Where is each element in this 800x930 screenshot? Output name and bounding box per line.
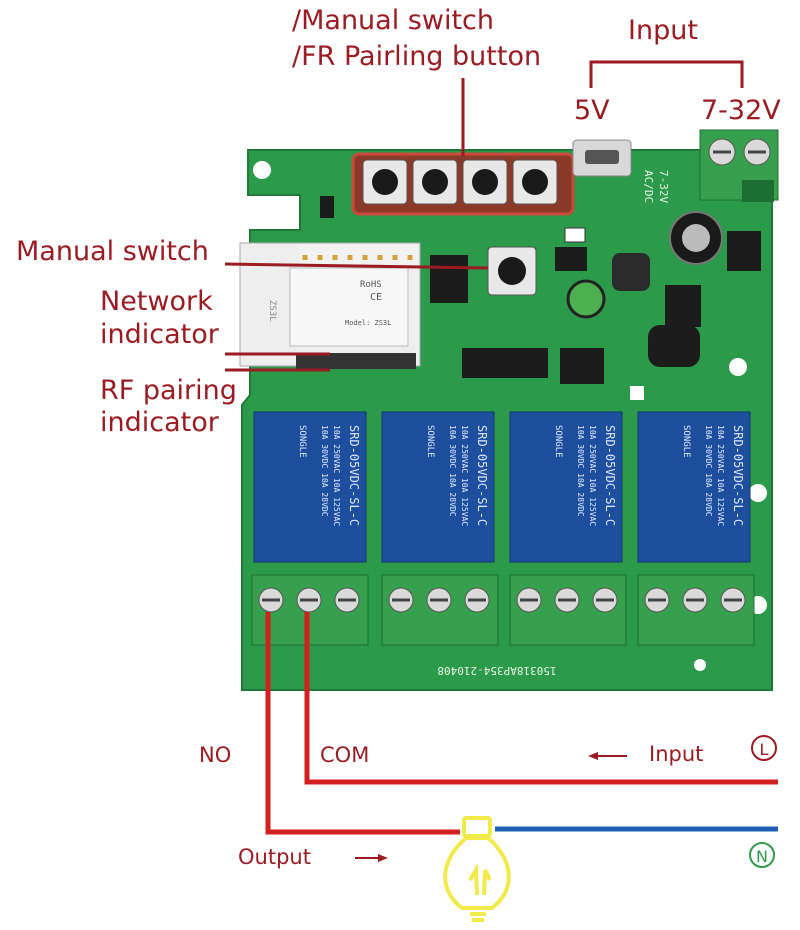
serial-number: 150318AP354-210408 — [437, 664, 556, 677]
relay-3-brand: SONGLE — [553, 425, 563, 458]
red-wires — [265, 612, 778, 835]
relay-1-model: SRD-05VDC-SL-C — [347, 425, 361, 526]
ic-chip — [665, 285, 701, 327]
manual-switch-top-label: /Manual switch — [292, 5, 494, 36]
small-smd — [564, 227, 586, 243]
mount-hole — [694, 659, 706, 671]
annotation-lines — [224, 60, 744, 372]
small-capacitor — [566, 279, 606, 319]
relay-2-rating-b: 10A 30VDC 10A 28VDC — [448, 425, 457, 517]
relay-1-rating-a: 10A 250VAC 10A 125VAC — [332, 425, 341, 526]
relay-3-model: SRD-05VDC-SL-C — [603, 425, 617, 526]
ic-chip — [560, 348, 604, 384]
module-rohs: RoHS — [360, 280, 382, 290]
inductor — [612, 253, 650, 291]
rf-pairing-line1: RF pairing — [100, 375, 237, 406]
relay-1 — [253, 411, 367, 563]
manual-switch-left-label: Manual switch — [16, 236, 209, 267]
relay-2-brand: SONGLE — [425, 425, 435, 458]
terminal-block-1 — [251, 574, 369, 646]
module-shield — [289, 267, 409, 347]
neutral-symbol-letter: N — [756, 847, 768, 866]
rf-coil — [648, 325, 700, 367]
relay-4-model: SRD-05VDC-SL-C — [731, 425, 745, 526]
neutral-symbol-icon — [749, 842, 775, 868]
push-buttons — [362, 159, 558, 205]
network-indicator-line1: Network — [100, 286, 213, 317]
mount-hole — [729, 358, 747, 376]
5v-label: 5V — [574, 95, 610, 126]
relay-1-brand: SONGLE — [297, 425, 307, 458]
input-top-label: Input — [628, 15, 698, 46]
terminal-block-4 — [637, 574, 755, 646]
mount-hole — [253, 161, 271, 179]
input-bottom-label: Input — [649, 742, 704, 766]
relay-1-rating-b: 10A 30VDC 10A 28VDC — [320, 425, 329, 517]
rf-pairing-line2: indicator — [100, 407, 219, 438]
relay-3 — [509, 411, 623, 563]
relay-4-rating-b: 10A 30VDC 10A 28VDC — [704, 425, 713, 517]
relay-4-brand: SONGLE — [681, 425, 691, 458]
small-smd — [320, 196, 334, 218]
relay-2-model: SRD-05VDC-SL-C — [475, 425, 489, 526]
bulb-icon — [443, 816, 511, 922]
mount-hole — [749, 484, 767, 502]
live-symbol-letter: L — [760, 740, 769, 759]
fr-pairing-label: /FR Pairling button — [292, 41, 542, 72]
relay-2-rating-a: 10A 250VAC 10A 125VAC — [460, 425, 469, 526]
ac-dc-label: AC/DC — [642, 170, 655, 203]
ic-chip — [430, 255, 468, 303]
live-symbol-icon — [751, 735, 777, 761]
network-indicator-line2: indicator — [100, 319, 219, 350]
terminal-block-2 — [381, 574, 499, 646]
module-model: Model: ZS3L — [345, 319, 391, 327]
ic-chip — [555, 247, 587, 271]
relay-4 — [637, 411, 751, 563]
relay-2 — [381, 411, 495, 563]
no-label: NO — [199, 743, 232, 767]
relay-4-rating-a: 10A 250VAC 10A 125VAC — [716, 425, 725, 526]
module-cert: CE — [370, 292, 382, 303]
relay-3-rating-a: 10A 250VAC 10A 125VAC — [588, 425, 597, 526]
arrows — [355, 752, 627, 862]
output-label: Output — [238, 845, 311, 869]
power-label: 7-32V — [657, 170, 670, 203]
7-32v-label: 7-32V — [701, 95, 781, 126]
module-side: ZS3L — [267, 300, 277, 322]
com-label: COM — [320, 743, 370, 767]
ic-chip — [462, 348, 548, 378]
small-smd — [630, 386, 644, 400]
ic-chip — [727, 231, 761, 271]
terminal-block-3 — [509, 574, 627, 646]
relay-3-rating-b: 10A 30VDC 10A 28VDC — [576, 425, 585, 517]
